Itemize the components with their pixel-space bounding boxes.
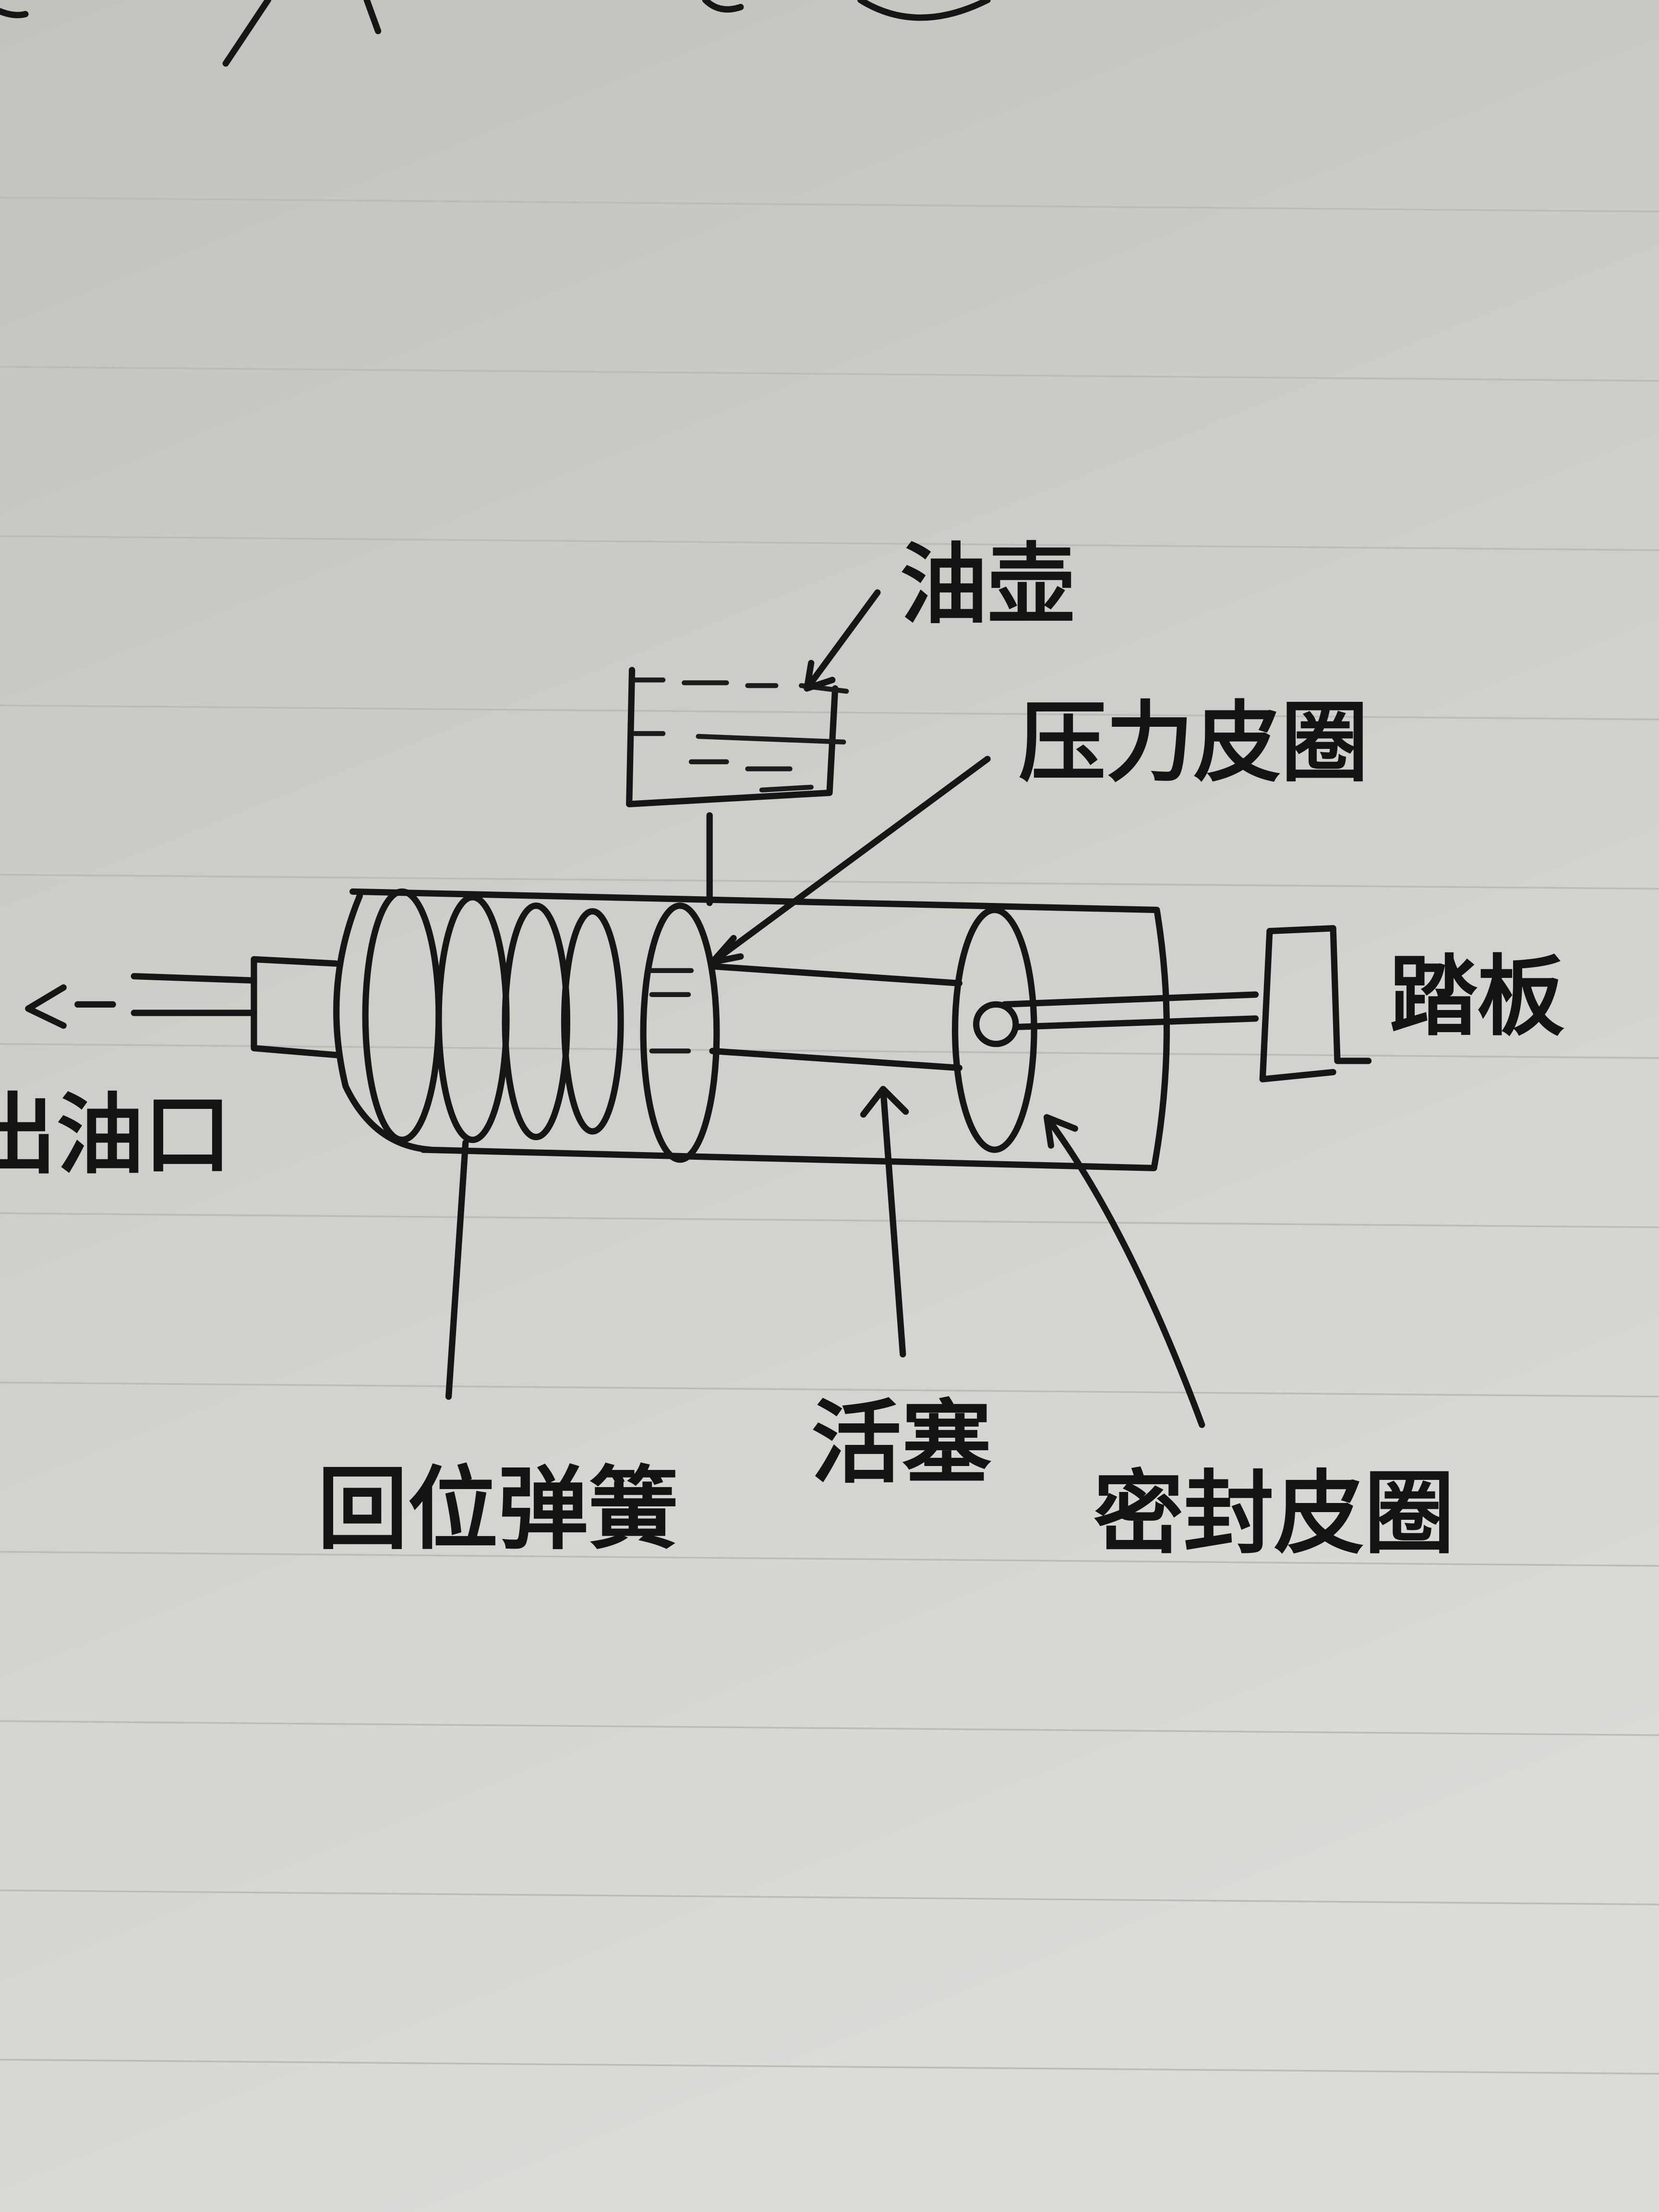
ruled-lines <box>0 196 1659 2075</box>
label-reservoir: 油壶 <box>900 534 1075 636</box>
label-pressure-ring: 压力皮圈 <box>1019 692 1369 793</box>
return-spring <box>362 888 624 1143</box>
label-pedal: 踏板 <box>1390 946 1564 1047</box>
label-outlet: 出油口 <box>0 1084 231 1186</box>
label-seal-ring: 密封皮圈 <box>1094 1461 1455 1566</box>
top-cutoff-handwriting <box>0 0 991 67</box>
piston <box>709 963 962 1071</box>
pressure-ring <box>640 902 720 1163</box>
pedal-pushrod <box>1001 925 1372 1082</box>
leader-lines <box>445 589 1205 1428</box>
label-piston: 活塞 <box>811 1391 992 1496</box>
labels: 油壶 压力皮圈 踏板 出油口 回位弹簧 活塞 密封皮圈 <box>0 534 1564 1566</box>
oil-reservoir <box>626 667 849 906</box>
label-return-spring: 回位弹簧 <box>317 1457 678 1562</box>
